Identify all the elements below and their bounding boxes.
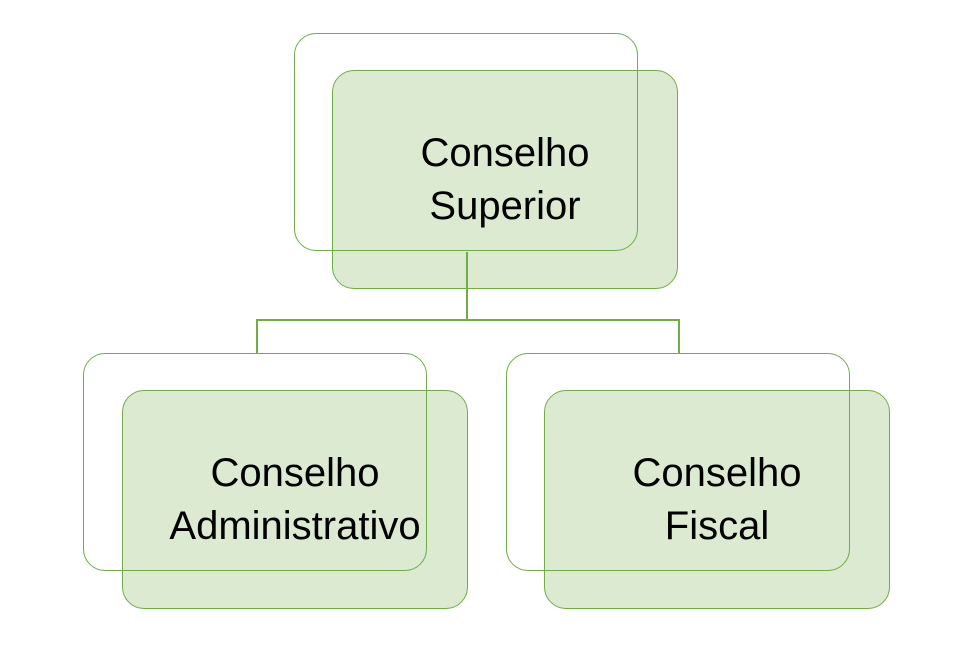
node-label-line2: Superior (429, 183, 581, 228)
node-left-shadow (83, 353, 427, 571)
connector-vertical-right (678, 319, 680, 353)
node-label-line2: Fiscal (664, 503, 770, 548)
node-conselho-fiscal[interactable]: Conselho Fiscal (544, 390, 890, 609)
node-label-line2: Administrativo (169, 503, 421, 548)
node-conselho-superior[interactable]: Conselho Superior (332, 70, 678, 289)
node-label: Conselho Administrativo (169, 447, 420, 553)
node-label: Conselho Fiscal (632, 447, 801, 553)
connector-vertical-left (256, 319, 258, 353)
node-top-shadow (294, 33, 638, 251)
node-label: Conselho Superior (420, 127, 589, 233)
connector-vertical-top (466, 252, 468, 320)
node-label-line1: Conselho (210, 450, 380, 495)
node-label-line1: Conselho (420, 130, 590, 175)
node-label-line1: Conselho (632, 450, 802, 495)
connector-horizontal (256, 319, 680, 321)
node-right-shadow (506, 353, 850, 571)
node-conselho-administrativo[interactable]: Conselho Administrativo (122, 390, 468, 609)
